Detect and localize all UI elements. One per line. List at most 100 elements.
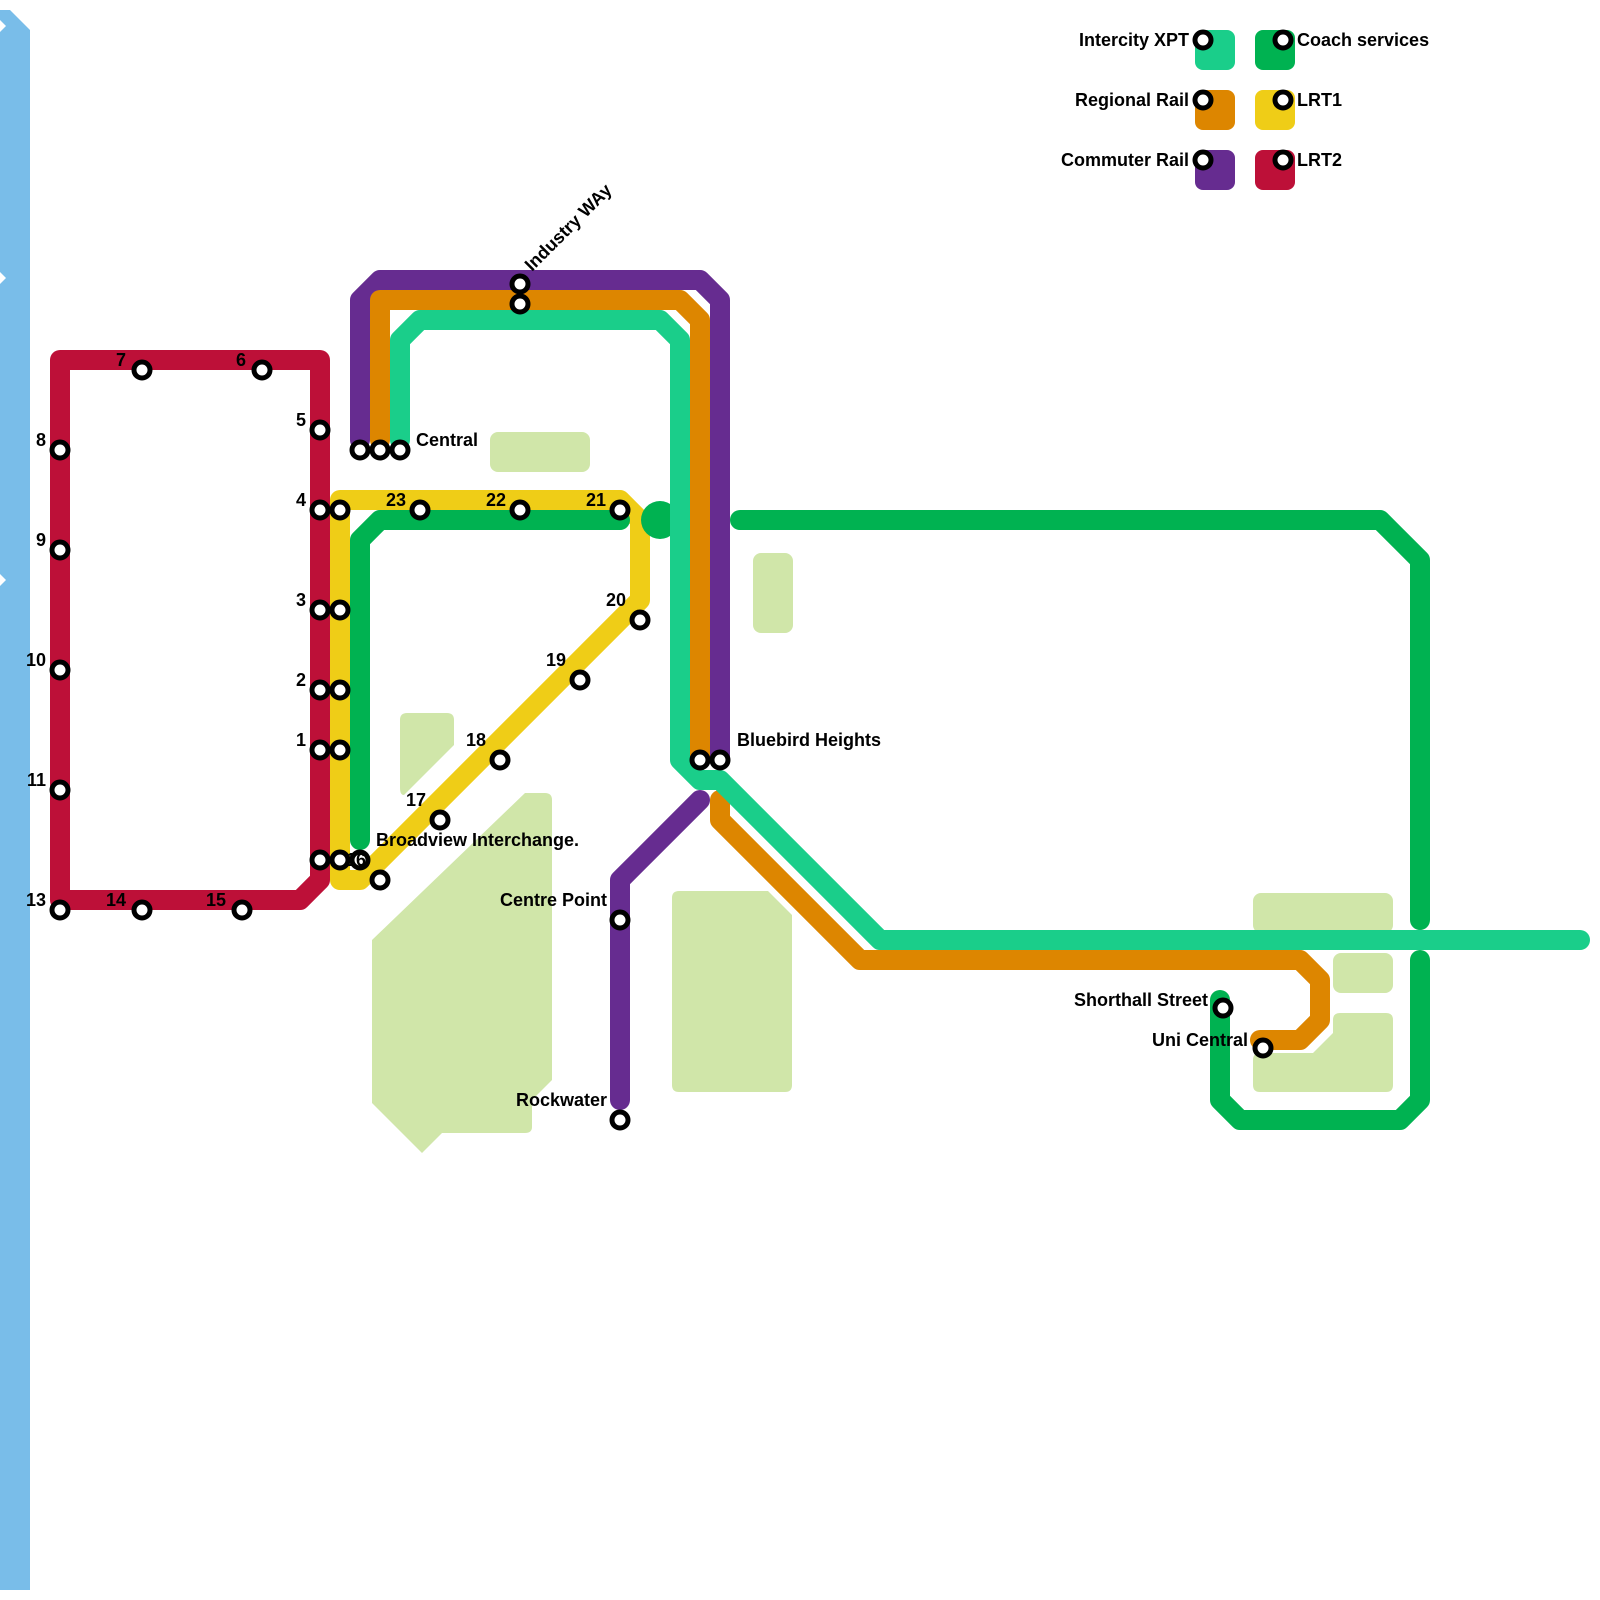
station-marker[interactable] [369, 439, 391, 461]
station-marker[interactable] [709, 749, 731, 771]
stop-label-11[interactable]: 11 [27, 770, 46, 790]
station-marker[interactable] [369, 869, 391, 891]
station-marker[interactable] [309, 739, 331, 761]
stop-label-5[interactable]: 5 [296, 410, 306, 430]
station-marker[interactable] [509, 273, 531, 295]
stations [49, 273, 1274, 1131]
stop-label-13[interactable]: 13 [26, 890, 46, 910]
water-notches [0, 20, 6, 586]
intercity-line[interactable] [390, 310, 1590, 950]
station-marker[interactable] [569, 669, 591, 691]
stop-label-10[interactable]: 10 [26, 650, 46, 670]
station-label-centre-point[interactable]: Centre Point [500, 890, 607, 910]
station-marker[interactable] [309, 679, 331, 701]
stop-label-20[interactable]: 20 [606, 590, 626, 610]
station-marker[interactable] [329, 679, 351, 701]
station-marker[interactable] [309, 419, 331, 441]
station-marker[interactable] [131, 359, 153, 381]
station-marker[interactable] [49, 439, 71, 461]
stop-label-17[interactable]: 17 [406, 790, 426, 810]
station-marker[interactable] [49, 659, 71, 681]
station-marker[interactable] [489, 749, 511, 771]
river [0, 10, 30, 1590]
legend-label-commuter: Commuter Rail [1061, 150, 1189, 170]
station-marker[interactable] [49, 539, 71, 561]
station-marker[interactable] [429, 809, 451, 831]
station-marker[interactable] [231, 899, 253, 921]
station-marker[interactable] [509, 293, 531, 315]
station-label-central[interactable]: Central [416, 430, 478, 450]
station-label-uni-central[interactable]: Uni Central [1152, 1030, 1248, 1050]
lrt2-line[interactable] [50, 350, 330, 910]
station-marker[interactable] [49, 779, 71, 801]
legend: Intercity XPT Coach services Regional Ra… [1061, 29, 1429, 190]
regional-line[interactable] [370, 290, 710, 770]
legend-station-icon [1272, 89, 1294, 111]
stop-label-21[interactable]: 21 [586, 490, 606, 510]
station-marker[interactable] [1252, 1037, 1274, 1059]
stop-label-7[interactable]: 7 [116, 350, 126, 370]
station-marker[interactable] [309, 849, 331, 871]
commuter-line[interactable] [350, 270, 730, 770]
stop-label-8[interactable]: 8 [36, 430, 46, 450]
coach-line[interactable] [1210, 950, 1430, 1130]
legend-label-intercity: Intercity XPT [1079, 30, 1189, 50]
station-marker[interactable] [409, 499, 431, 521]
station-marker[interactable] [689, 749, 711, 771]
legend-station-icon [1272, 149, 1294, 171]
station-marker[interactable] [609, 1109, 631, 1131]
stop-label-15[interactable]: 15 [206, 890, 226, 910]
station-marker[interactable] [349, 849, 371, 871]
park [400, 713, 454, 795]
station-marker[interactable] [329, 739, 351, 761]
regional-line[interactable] [710, 790, 1330, 1050]
station-label-broadview[interactable]: Broadview Interchange. [376, 830, 579, 850]
station-label-rockwater[interactable]: Rockwater [516, 1090, 607, 1110]
station-marker[interactable] [509, 499, 531, 521]
route-lines [50, 270, 1590, 1130]
stop-label-16[interactable]: 16 [346, 850, 366, 870]
legend-label-lrt2: LRT2 [1297, 150, 1342, 170]
stop-label-22[interactable]: 22 [486, 490, 506, 510]
station-marker[interactable] [309, 499, 331, 521]
station-label-shorthall-street[interactable]: Shorthall Street [1074, 990, 1208, 1010]
stop-label-14[interactable]: 14 [106, 890, 126, 910]
station-marker[interactable] [389, 439, 411, 461]
legend-label-lrt1: LRT1 [1297, 90, 1342, 110]
station-marker[interactable] [609, 499, 631, 521]
station-marker[interactable] [329, 849, 351, 871]
park [372, 793, 552, 1153]
commuter-line[interactable] [610, 790, 710, 1110]
station-label-industry-way[interactable]: Industry WAy [521, 180, 616, 275]
station-marker[interactable] [329, 499, 351, 521]
station-marker[interactable] [629, 609, 651, 631]
stop-label-18[interactable]: 18 [466, 730, 486, 750]
stop-label-4[interactable]: 4 [296, 490, 306, 510]
station-marker[interactable] [329, 599, 351, 621]
coach-line[interactable] [730, 510, 1430, 930]
stop-label-2[interactable]: 2 [296, 670, 306, 690]
stop-label-3[interactable]: 3 [296, 590, 306, 610]
legend-station-icon [1272, 29, 1294, 51]
stop-label-9[interactable]: 9 [36, 530, 46, 550]
station-marker[interactable] [49, 899, 71, 921]
stop-label-19[interactable]: 19 [546, 650, 566, 670]
station-marker[interactable] [131, 899, 153, 921]
station-marker[interactable] [609, 909, 631, 931]
station-marker[interactable] [1212, 997, 1234, 1019]
station-marker[interactable] [309, 599, 331, 621]
park [1333, 953, 1393, 993]
station-label-bluebird-heights[interactable]: Bluebird Heights [737, 730, 881, 750]
park [490, 432, 590, 472]
stop-label-23[interactable]: 23 [386, 490, 406, 510]
coach-line[interactable] [350, 510, 630, 850]
station-marker[interactable] [251, 359, 273, 381]
legend-station-icon [1192, 89, 1214, 111]
lrt1-line[interactable] [330, 490, 650, 890]
station-marker[interactable] [349, 439, 371, 461]
legend-station-icon [1192, 29, 1214, 51]
legend-label-regional: Regional Rail [1075, 90, 1189, 110]
stop-label-1[interactable]: 1 [296, 730, 306, 750]
stop-label-6[interactable]: 6 [236, 350, 246, 370]
